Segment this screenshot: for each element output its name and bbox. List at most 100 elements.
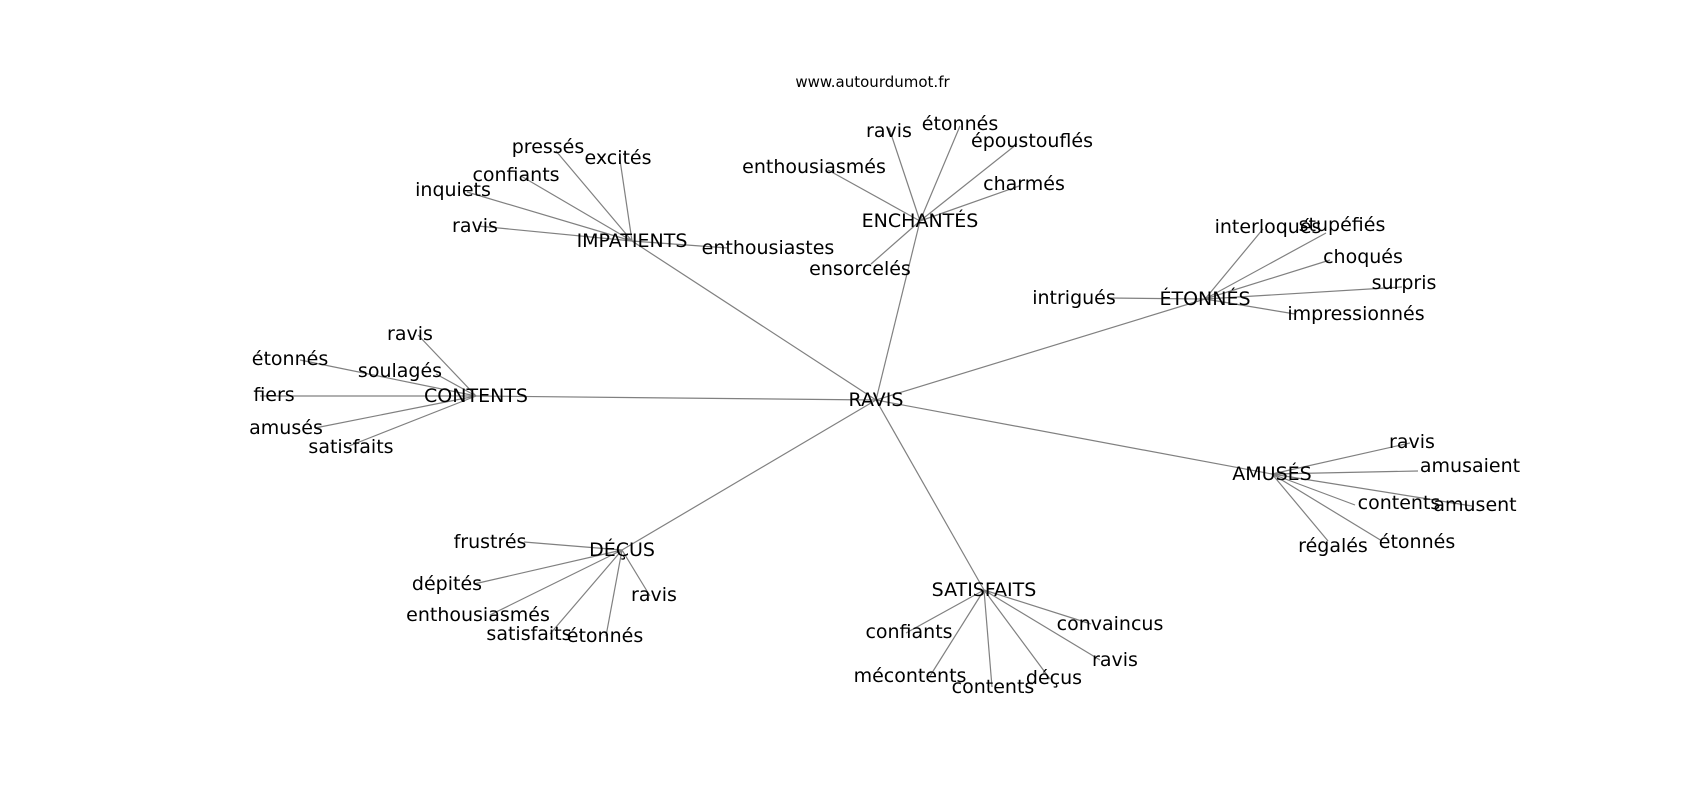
hub-to-leaf-edge bbox=[1271, 473, 1473, 507]
leaf-node-label: pressés bbox=[512, 136, 585, 158]
center-to-hub-edge bbox=[875, 399, 1273, 475]
leaf-node-label: dépités bbox=[412, 573, 482, 595]
leaf-node-label: choqués bbox=[1323, 246, 1403, 268]
leaf-node-label: étonnés bbox=[567, 625, 643, 647]
leaf-node-label: interloqués bbox=[1215, 216, 1322, 238]
leaf-node-label: ravis bbox=[631, 584, 677, 606]
leaf-node-label: amusent bbox=[1433, 494, 1516, 516]
leaf-node-label: enthousiastes bbox=[702, 237, 835, 259]
center-to-hub-edge bbox=[875, 220, 921, 401]
leaf-node-label: contents bbox=[1358, 492, 1441, 514]
hub-to-leaf-edge bbox=[417, 334, 477, 397]
hub-to-leaf-edge bbox=[605, 549, 623, 637]
leaf-node-label: soulagés bbox=[358, 360, 442, 382]
hub-to-leaf-edge bbox=[1271, 473, 1356, 506]
hub-to-leaf-edge bbox=[1204, 232, 1327, 300]
hub-to-leaf-edge bbox=[1204, 228, 1264, 300]
leaf-node-label: régalés bbox=[1298, 535, 1368, 557]
leaf-node-label: étonnés bbox=[922, 113, 998, 135]
hub-to-leaf-edge bbox=[555, 150, 633, 242]
leaf-node-label: ravis bbox=[452, 215, 498, 237]
leaf-node-label: mécontents bbox=[854, 665, 967, 687]
hub-to-leaf-edge bbox=[983, 589, 1101, 661]
center-to-hub-edge bbox=[631, 240, 877, 401]
leaf-node-label: excités bbox=[584, 147, 651, 169]
center-to-hub-edge bbox=[875, 399, 985, 591]
leaf-node-label: enthousiasmés bbox=[742, 156, 886, 178]
hub-to-leaf-edge bbox=[929, 589, 985, 677]
leaf-node-label: amusés bbox=[249, 417, 323, 439]
leaf-node-label: intrigués bbox=[1032, 287, 1116, 309]
leaf-node-label: époustouflés bbox=[971, 130, 1093, 152]
leaf-node-label: confiants bbox=[865, 621, 952, 643]
hub-node-label: SATISFAITS bbox=[932, 579, 1037, 601]
hub-to-leaf-edge bbox=[1204, 286, 1403, 300]
hub-to-leaf-edge bbox=[888, 127, 921, 222]
leaf-node-label: inquiets bbox=[415, 179, 491, 201]
leaf-node-label: déçus bbox=[1026, 667, 1082, 689]
hub-to-leaf-edge bbox=[1204, 259, 1331, 300]
center-node-label: RAVIS bbox=[849, 389, 904, 411]
hub-to-leaf-edge bbox=[1107, 297, 1206, 300]
center-to-hub-edge bbox=[475, 395, 877, 401]
center-to-hub-edge bbox=[875, 298, 1206, 401]
leaf-node-label: convaincus bbox=[1057, 613, 1164, 635]
hub-to-leaf-edge bbox=[1271, 470, 1419, 475]
center-to-hub-edge bbox=[621, 399, 877, 551]
hub-to-leaf-edge bbox=[299, 359, 477, 397]
leaf-node-label: surpris bbox=[1372, 272, 1437, 294]
hub-to-leaf-edge bbox=[827, 169, 921, 222]
leaf-node-label: ravis bbox=[866, 120, 912, 142]
hub-to-leaf-edge bbox=[1271, 442, 1411, 475]
hub-to-leaf-edge bbox=[473, 549, 623, 585]
hub-to-leaf-edge bbox=[919, 185, 1020, 222]
leaf-node-label: confiants bbox=[472, 164, 559, 186]
hub-node-label: DÉÇUS bbox=[589, 538, 655, 561]
leaf-node-label: charmés bbox=[983, 173, 1065, 195]
leaf-node-label: fiers bbox=[253, 384, 294, 406]
hub-to-leaf-edge bbox=[466, 191, 633, 242]
edge-layer bbox=[260, 125, 1473, 688]
hub-to-leaf-edge bbox=[523, 541, 623, 551]
leaf-node-label: ravis bbox=[387, 323, 433, 345]
leaf-node-label: enthousiasmés bbox=[406, 604, 550, 626]
leaf-node-label: satisfaits bbox=[308, 436, 393, 458]
leaf-node-label: contents bbox=[952, 676, 1035, 698]
hub-to-leaf-edge bbox=[314, 395, 477, 429]
hub-node-label: CONTENTS bbox=[424, 385, 528, 407]
leaf-node-label: impressionnés bbox=[1287, 303, 1424, 325]
hub-node-label: IMPATIENTS bbox=[577, 230, 688, 252]
hub-node-label: AMUSÉS bbox=[1232, 462, 1311, 485]
leaf-node-label: satisfaits bbox=[486, 623, 571, 645]
leaf-node-label: amusaient bbox=[1420, 455, 1520, 477]
source-watermark: www.autourdumot.fr bbox=[795, 73, 950, 91]
hub-to-leaf-edge bbox=[549, 549, 623, 635]
hub-to-leaf-edge bbox=[489, 549, 623, 616]
leaf-node-label: étonnés bbox=[1379, 531, 1455, 553]
hub-to-leaf-edge bbox=[477, 225, 633, 242]
hub-to-leaf-edge bbox=[520, 175, 633, 242]
hub-to-leaf-edge bbox=[621, 549, 651, 597]
hub-to-leaf-edge bbox=[919, 125, 961, 222]
leaf-node-label: stupéfiés bbox=[1299, 214, 1386, 236]
leaf-node-label: frustrés bbox=[454, 531, 527, 553]
hub-to-leaf-edge bbox=[870, 220, 921, 265]
hub-to-leaf-edge bbox=[1271, 473, 1383, 542]
leaf-node-label: ensorcelés bbox=[809, 258, 911, 280]
hub-node-label: ENCHANTÉS bbox=[862, 209, 979, 232]
hub-to-leaf-edge bbox=[919, 143, 1018, 222]
hub-to-leaf-edge bbox=[983, 589, 1051, 680]
hub-to-leaf-edge bbox=[1204, 298, 1296, 315]
hub-to-leaf-edge bbox=[348, 395, 477, 447]
hub-to-leaf-edge bbox=[1271, 473, 1329, 542]
leaf-node-label: ravis bbox=[1389, 431, 1435, 453]
hub-to-leaf-edge bbox=[619, 159, 633, 242]
hub-to-leaf-edge bbox=[905, 589, 985, 634]
hub-node-label: ÉTONNÉS bbox=[1159, 287, 1250, 310]
hub-to-leaf-edge bbox=[983, 589, 993, 688]
leaf-node-label: étonnés bbox=[252, 348, 328, 370]
leaf-node-label: ravis bbox=[1092, 649, 1138, 671]
hub-to-leaf-edge bbox=[983, 589, 1092, 625]
